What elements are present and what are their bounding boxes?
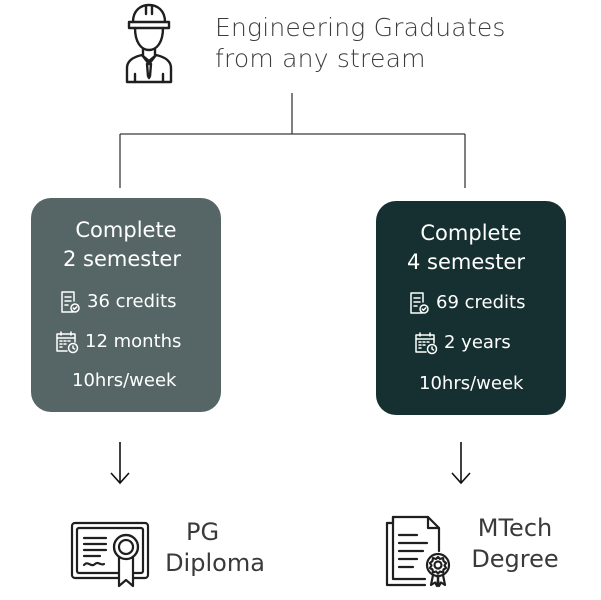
header-line1: Engineering Graduates xyxy=(215,13,506,42)
engineer-icon xyxy=(125,3,173,84)
calendar-clock-icon xyxy=(56,331,79,354)
down-arrow-right xyxy=(451,442,471,485)
duration-label: 12 months xyxy=(85,331,182,352)
path-card-pg-diploma: Complete 2 semester 36 credits 12 months… xyxy=(31,198,221,412)
branch-connector xyxy=(119,93,466,188)
path-card-mtech: Complete 4 semester 69 credits 2 years 1… xyxy=(376,201,566,415)
card-title-line2: 4 semester xyxy=(406,250,525,274)
credits-label: 36 credits xyxy=(87,291,177,312)
duration-row: 12 months xyxy=(55,330,181,354)
degree-document-icon xyxy=(385,515,451,588)
down-arrow-left xyxy=(110,442,130,485)
hours-label: 10hrs/week xyxy=(419,373,524,394)
credits-row: 36 credits xyxy=(59,290,176,314)
credits-row: 69 credits xyxy=(408,291,525,315)
duration-label: 2 years xyxy=(444,332,511,353)
card-title-line2: 2 semester xyxy=(62,247,181,271)
credits-label: 69 credits xyxy=(436,292,526,313)
card-title-line1: Complete xyxy=(420,221,522,245)
outcome-line1: MTech xyxy=(477,514,553,542)
outcome-mtech-degree: MTech Degree xyxy=(466,513,564,575)
header-line2: from any stream xyxy=(215,44,426,73)
outcome-line2: Degree xyxy=(471,545,559,573)
duration-row: 2 years xyxy=(414,331,511,355)
calendar-clock-icon xyxy=(415,332,438,355)
card-title-line1: Complete xyxy=(75,218,177,242)
outcome-line1: PG xyxy=(186,518,220,546)
credits-document-icon xyxy=(61,291,80,313)
header-title: Engineering Graduates from any stream xyxy=(215,12,506,74)
outcome-line2: Diploma xyxy=(165,549,265,577)
outcome-pg-diploma: PG Diploma xyxy=(160,517,270,579)
certificate-icon xyxy=(70,521,150,588)
credits-document-icon xyxy=(410,292,429,314)
hours-label: 10hrs/week xyxy=(72,370,177,391)
